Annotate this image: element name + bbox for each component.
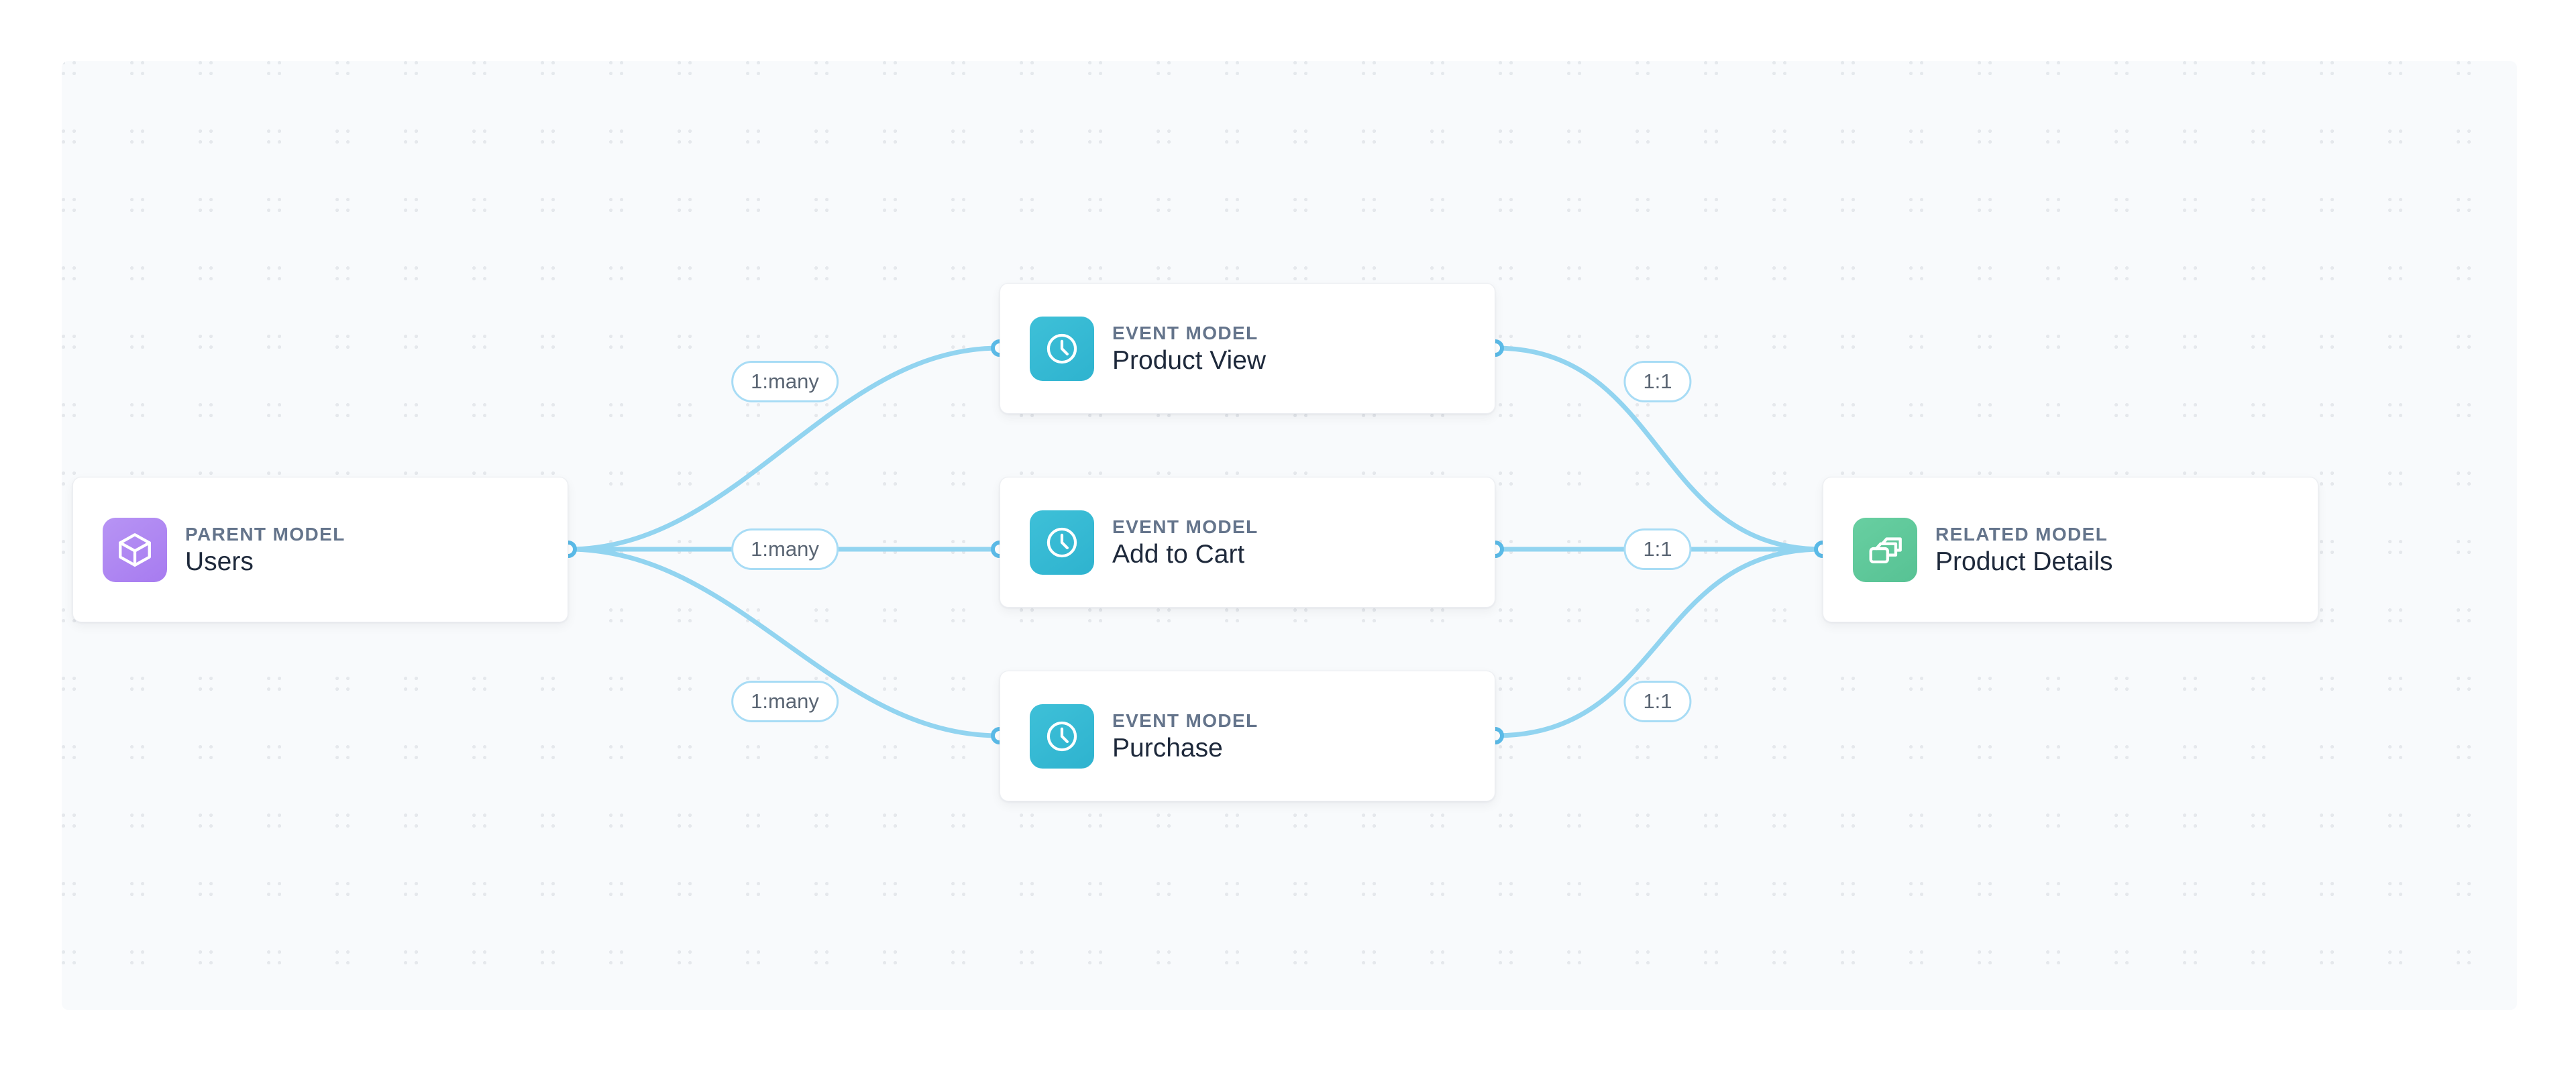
layers-icon <box>1853 517 1917 582</box>
node-kicker: EVENT MODEL <box>1112 322 1258 343</box>
node-title: Users <box>185 547 254 576</box>
node-event-model-add-to-cart[interactable]: EVENT MODEL Add to Cart <box>1000 477 1495 608</box>
node-kicker: RELATED MODEL <box>1935 523 2108 545</box>
edge-users-to-product-view <box>566 345 1002 552</box>
node-title: Purchase <box>1112 733 1223 763</box>
node-title: Product View <box>1112 345 1267 375</box>
node-kicker: EVENT MODEL <box>1112 710 1258 731</box>
clock-icon <box>1030 510 1094 575</box>
cube-icon <box>103 517 167 582</box>
relationship-label-add-to-cart-details[interactable]: 1:1 <box>1623 528 1692 570</box>
relationship-label-purchase-details[interactable]: 1:1 <box>1623 681 1692 722</box>
node-event-model-purchase[interactable]: EVENT MODEL Purchase <box>1000 671 1495 801</box>
relationship-label-users-purchase[interactable]: 1:many <box>731 681 839 722</box>
node-event-model-product-view[interactable]: EVENT MODEL Product View <box>1000 283 1495 414</box>
node-event-text: EVENT MODEL Add to Cart <box>1112 516 1258 569</box>
node-title: Add to Cart <box>1112 539 1245 569</box>
node-parent-text: PARENT MODEL Users <box>185 523 345 576</box>
node-kicker: EVENT MODEL <box>1112 516 1258 537</box>
node-kicker: PARENT MODEL <box>185 523 345 545</box>
edge-product-view-to-details <box>1493 345 1825 552</box>
node-parent-model[interactable]: PARENT MODEL Users <box>72 477 568 622</box>
relationship-label-product-view-details[interactable]: 1:1 <box>1623 361 1692 402</box>
relationship-label-users-add-to-cart[interactable]: 1:many <box>731 528 839 570</box>
diagram-canvas[interactable]: PARENT MODEL Users EVENT MODEL Product V… <box>62 61 2517 1010</box>
clock-icon <box>1030 316 1094 381</box>
edge-purchase-to-details <box>1493 547 1825 738</box>
node-title: Product Details <box>1935 547 2113 576</box>
clock-icon <box>1030 704 1094 769</box>
node-event-text: EVENT MODEL Product View <box>1112 322 1267 375</box>
node-event-text: EVENT MODEL Purchase <box>1112 710 1258 763</box>
edge-users-to-purchase <box>566 547 1002 738</box>
node-related-model[interactable]: RELATED MODEL Product Details <box>1823 477 2318 622</box>
node-related-text: RELATED MODEL Product Details <box>1935 523 2113 576</box>
relationship-label-users-product-view[interactable]: 1:many <box>731 361 839 402</box>
